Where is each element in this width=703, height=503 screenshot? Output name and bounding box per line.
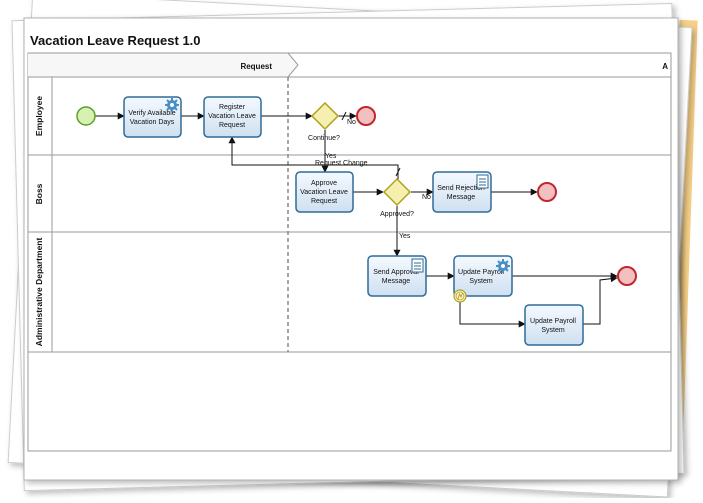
flow-label-request-change: Request Change	[315, 160, 368, 167]
task-send-approval-message[interactable]: Send Approval Message	[367, 255, 427, 297]
gateway-continue-label: Continue?	[308, 135, 340, 142]
task-update-payroll-primary[interactable]: Update Payroll System	[453, 255, 513, 303]
task-label-line: Register	[219, 104, 246, 111]
task-label-line: System	[469, 278, 493, 285]
default-flow-marker	[341, 111, 347, 121]
task-label-line: Update Payroll	[530, 318, 576, 325]
end-event-approved[interactable]	[617, 266, 637, 286]
service-task-gear-icon	[496, 259, 510, 273]
task-label-line: Verify Available	[128, 110, 175, 117]
gateway-approved-label: Approved?	[380, 211, 414, 218]
script-task-icon	[411, 258, 424, 273]
phase-next-label: A	[662, 62, 668, 71]
end-event-cancel[interactable]	[356, 106, 376, 126]
task-label-line: Message	[382, 278, 411, 285]
end-event-rejected[interactable]	[537, 182, 557, 202]
gateway-approved[interactable]: Approved?	[380, 177, 414, 218]
task-send-rejection-message[interactable]: Send Rejection Message	[432, 171, 492, 213]
task-label-line: Send Rejection	[437, 185, 485, 192]
task-register-request[interactable]: Register Vacation Leave Request	[203, 96, 262, 138]
gateway-continue[interactable]: Continue?	[308, 101, 340, 142]
task-verify-vacation-days[interactable]: Verify Available Vacation Days	[123, 96, 182, 138]
default-flow-marker	[395, 167, 401, 177]
task-label-line: Approve	[311, 180, 337, 187]
task-label-line: System	[541, 327, 565, 334]
lane-admin-label: Administrative Department	[34, 238, 44, 347]
task-label-line: Vacation Days	[130, 119, 175, 126]
task-label-line: Vacation Leave	[300, 189, 348, 196]
task-approve-request[interactable]: Approve Vacation Leave Request	[295, 171, 354, 213]
phase-request-label: Request	[240, 62, 272, 71]
task-update-payroll-secondary[interactable]: Update Payroll System	[524, 304, 584, 346]
boundary-error-event-icon[interactable]	[453, 289, 467, 303]
task-label-line: Send Approval	[373, 269, 419, 276]
start-event[interactable]	[76, 106, 96, 126]
phase-request-header	[28, 52, 299, 78]
lane-employee-label: Employee	[34, 96, 44, 136]
service-task-gear-icon	[165, 98, 179, 112]
flow-label-yes-continue: Yes	[325, 153, 337, 160]
flow-label-yes-approved: Yes	[399, 233, 411, 240]
task-label-line: Request	[311, 198, 337, 205]
task-label-line: Message	[447, 194, 476, 201]
script-task-icon	[476, 174, 489, 189]
flow-label-no-continue: No	[347, 119, 356, 126]
task-label-line: Request	[219, 122, 245, 129]
lane-boss-label: Boss	[34, 183, 44, 204]
task-label-line: Update Payroll	[458, 269, 504, 276]
task-label-line: Vacation Leave	[208, 113, 256, 120]
flow-label-no-approved: No	[422, 194, 431, 201]
diagram-title: Vacation Leave Request 1.0	[30, 33, 201, 48]
